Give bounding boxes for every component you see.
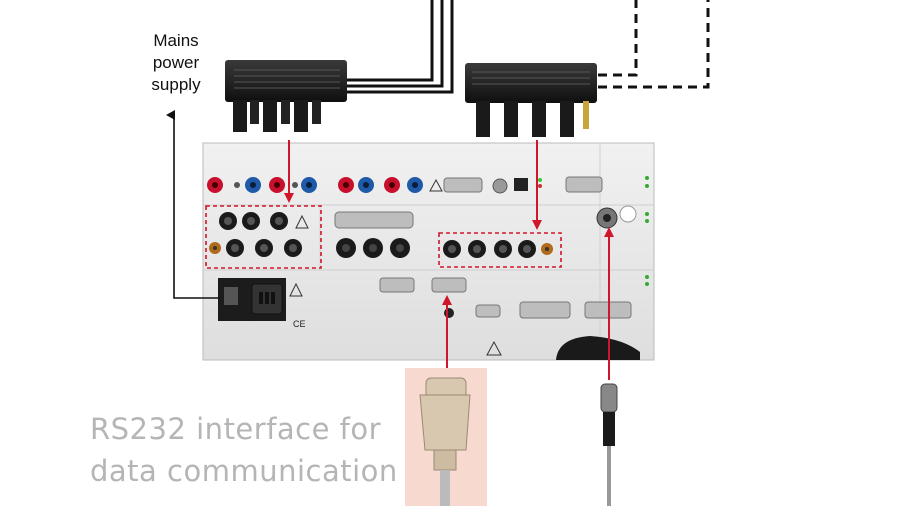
caption-line1: RS232 interface for [90,412,382,446]
mains-label-line2: power [152,53,200,72]
mains-label-line3: supply [151,75,201,94]
left-socket-group [209,212,309,257]
mains-cables [345,0,454,94]
mains-plug [225,60,347,132]
mains-power-supply-label: Mains power supply [140,30,212,96]
ce-mark-icon: CE [293,319,306,329]
signal-plug [465,63,597,137]
caption-line2: data communication [90,454,398,488]
mains-arrow [166,110,220,299]
top-socket-row [207,176,649,194]
dashed-cables [598,0,710,89]
rs232-connector [405,368,487,506]
right-socket-group [443,240,553,258]
fuse-area [334,211,414,258]
mains-label-line1: Mains [153,31,199,50]
panel-handle [556,336,640,360]
power-inlet: CE [218,278,306,329]
bnc-socket [596,205,649,286]
warning-icon [429,178,443,192]
connection-arrows [284,140,614,380]
device-rear-panel: CE [202,142,655,361]
highlight-boxes [205,205,562,269]
bnc-cable [600,383,618,506]
